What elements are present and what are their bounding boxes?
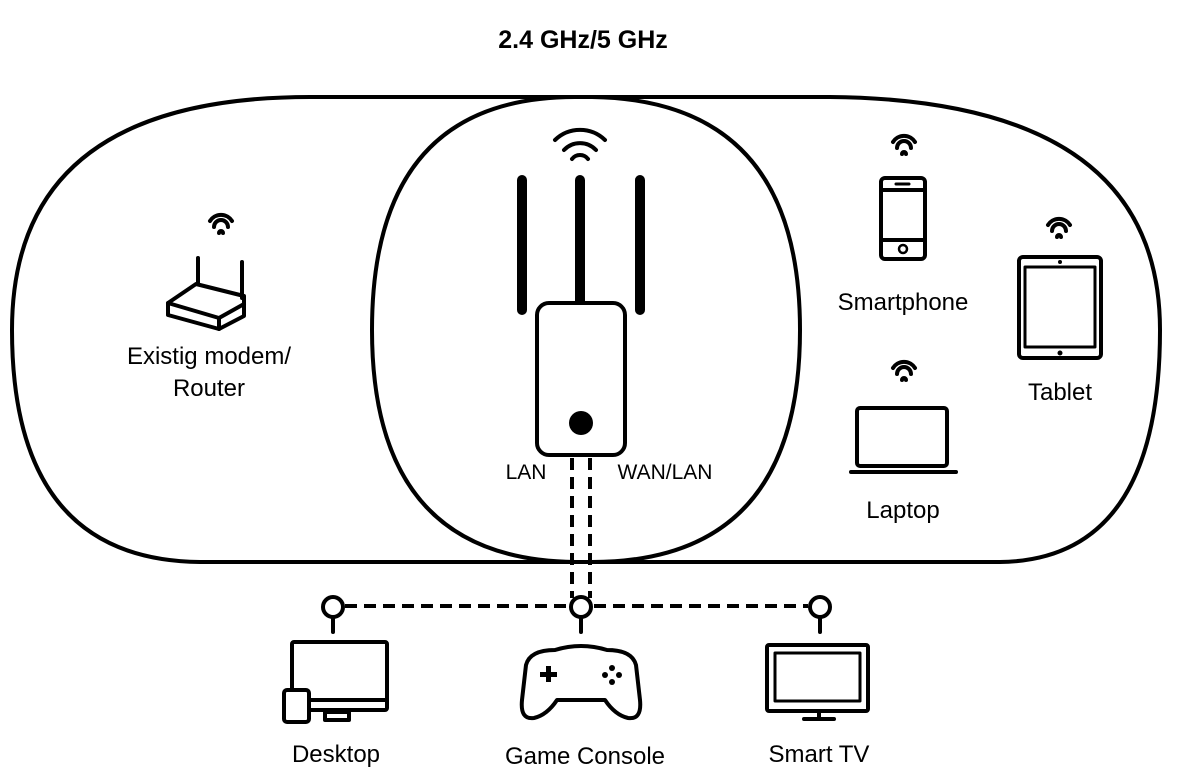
smartphone-label: Smartphone bbox=[837, 289, 969, 316]
coverage-area-left bbox=[10, 95, 802, 564]
tablet-icon bbox=[1017, 217, 1103, 360]
smart-tv-label: Smart TV bbox=[768, 741, 870, 768]
wan-lan-port-label: WAN/LAN bbox=[617, 461, 713, 484]
router-label-line2: Router bbox=[172, 375, 246, 402]
smartphone-icon bbox=[879, 134, 927, 261]
wifi-extender-icon bbox=[517, 127, 645, 457]
tv-icon bbox=[765, 643, 870, 721]
game-console-label: Game Console bbox=[504, 743, 666, 770]
laptop-label: Laptop bbox=[866, 497, 940, 524]
ethernet-cables bbox=[345, 458, 808, 608]
desktop-label: Desktop bbox=[291, 741, 381, 768]
gamepad-icon bbox=[519, 644, 643, 721]
coverage-area-right bbox=[370, 95, 1162, 564]
router-label-line1: Existig modem/ bbox=[126, 343, 292, 370]
frequency-title: 2.4 GHz/5 GHz bbox=[498, 26, 668, 54]
connection-nodes bbox=[321, 595, 832, 634]
laptop-icon bbox=[849, 360, 958, 474]
router-icon bbox=[166, 213, 246, 331]
lan-port-label: LAN bbox=[505, 461, 547, 484]
desktop-icon bbox=[282, 640, 389, 724]
tablet-label: Tablet bbox=[1027, 379, 1093, 406]
